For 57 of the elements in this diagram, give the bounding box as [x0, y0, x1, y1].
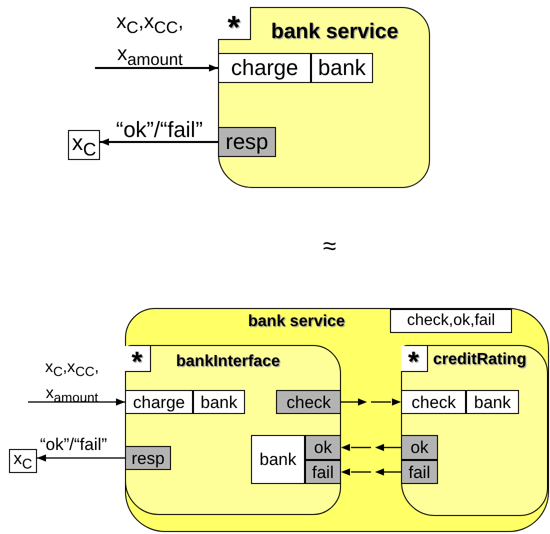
edge-label: “ok”/“fail” [116, 116, 203, 144]
component-title: bankInterface [176, 354, 280, 370]
port-label: bank [474, 394, 511, 410]
port-label: resp [132, 450, 165, 466]
port-label: charge [231, 57, 298, 79]
port-box [218, 53, 311, 83]
arrow [341, 398, 401, 406]
edge-label: “ok”/“fail” [40, 434, 108, 456]
arrow [28, 398, 125, 406]
port-box [125, 446, 171, 470]
multiplicity-mark: * [408, 348, 419, 376]
approximation-sign: ≈ [323, 232, 336, 262]
port-label: fail [408, 464, 430, 480]
arrow [341, 468, 401, 476]
port-box [390, 309, 512, 333]
port-box [401, 390, 466, 414]
port-label: charge [133, 394, 185, 410]
port-label: check [412, 394, 456, 410]
port-label: bank [318, 57, 366, 79]
port-label: bank [200, 394, 238, 410]
component-box [401, 345, 548, 516]
multiplicity-mark: * [132, 348, 142, 376]
port-box [218, 127, 276, 157]
port-box [305, 435, 341, 460]
variable-box [9, 449, 37, 473]
component-box [218, 7, 430, 188]
port-label: ok [314, 439, 332, 456]
arrow [100, 138, 218, 146]
port-label: ok [410, 439, 428, 456]
arrow [341, 444, 401, 452]
port-box [125, 390, 193, 414]
component-title: bank service [248, 314, 345, 330]
port-box [276, 390, 341, 414]
component-box [125, 345, 341, 515]
port-label: resp [226, 131, 268, 153]
variable-label: x$_{C}$ [72, 132, 96, 158]
port-box [466, 390, 519, 414]
port-box [251, 435, 305, 484]
multiplicity-box [401, 346, 428, 372]
multiplicity-mark: * [228, 10, 240, 42]
component-title: creditRating [433, 352, 526, 368]
variable-label: x$_{C}$ [14, 450, 32, 472]
component-title: bank service [271, 21, 398, 42]
port-box [193, 390, 245, 414]
port-box [401, 460, 438, 484]
port-box [305, 460, 341, 484]
edge-label: x$_{C}$,x$_{CC}$, x$_{amount}$ [115, 10, 185, 72]
arrow [95, 64, 218, 72]
port-label: check [286, 394, 331, 410]
port-label: fail [312, 464, 334, 480]
port-box [311, 53, 373, 83]
port-box [401, 435, 438, 460]
arrow [37, 454, 125, 462]
component-box [125, 308, 549, 532]
port-label: check,ok,fail [407, 313, 496, 329]
port-label: bank [260, 451, 296, 468]
multiplicity-box [125, 346, 151, 372]
